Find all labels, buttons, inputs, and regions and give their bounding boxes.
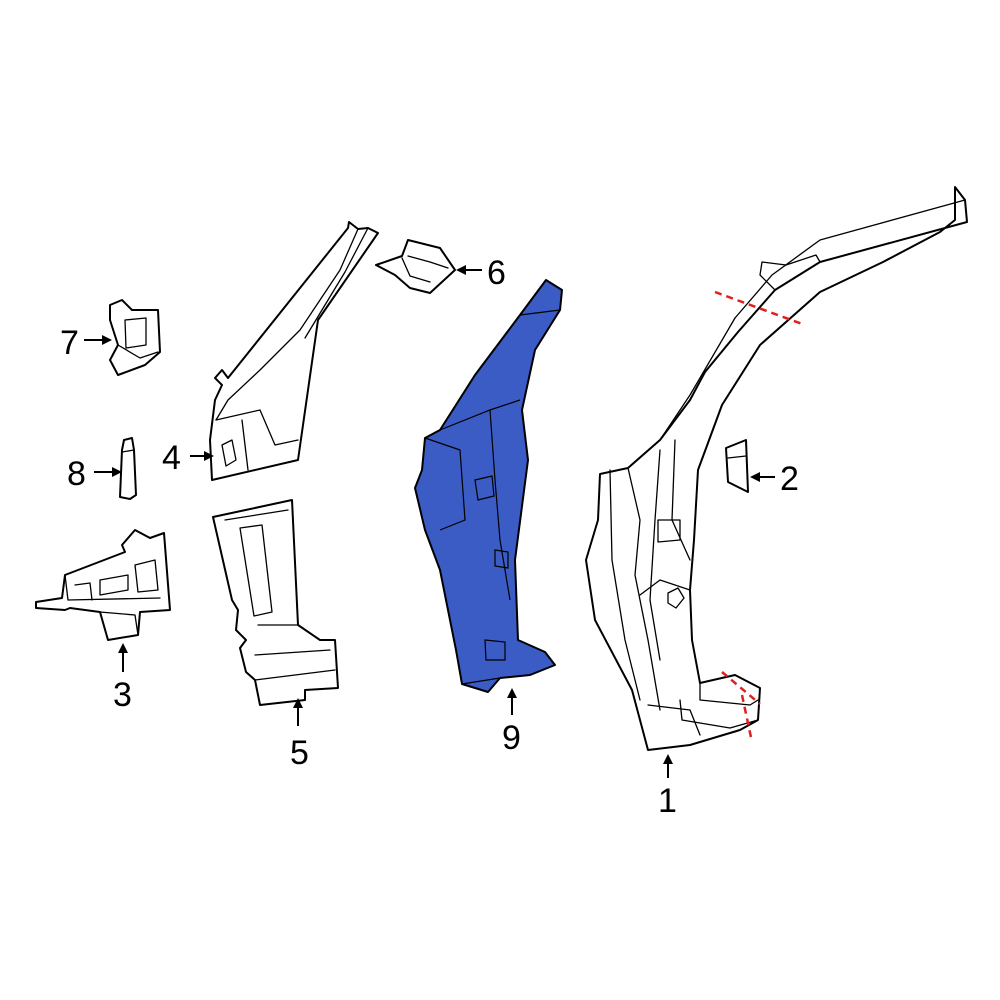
- callout-5: 5: [290, 734, 309, 772]
- callout-2: 2: [780, 460, 799, 498]
- part-3-bracket[interactable]: [35, 529, 171, 641]
- callout-6: 6: [487, 254, 506, 292]
- part-8-stud[interactable]: [119, 437, 137, 500]
- callout-arrows: [84, 265, 775, 778]
- cut-lines: [714, 290, 806, 743]
- callout-1: 1: [658, 782, 677, 820]
- part-2-bracket[interactable]: [725, 439, 749, 493]
- callout-4: 4: [162, 439, 181, 477]
- part-4-inner-pillar[interactable]: [209, 221, 379, 481]
- cut-line-upper: [714, 290, 806, 327]
- callout-3: 3: [113, 676, 132, 714]
- callout-9: 9: [502, 719, 521, 757]
- part-6-clip[interactable]: [375, 239, 456, 294]
- part-5-lower-pillar[interactable]: [212, 499, 339, 706]
- callout-labels: 1 2 3 4 5 6 7 8 9: [60, 254, 799, 820]
- part-7-bracket[interactable]: [109, 299, 161, 376]
- part-9-reinforcement[interactable]: [414, 279, 563, 693]
- cut-line-lower-2: [740, 694, 754, 743]
- callout-8: 8: [67, 455, 86, 493]
- cut-line-lower-1: [721, 671, 761, 705]
- callout-7: 7: [60, 324, 79, 362]
- part-1-pillar[interactable]: [585, 186, 968, 751]
